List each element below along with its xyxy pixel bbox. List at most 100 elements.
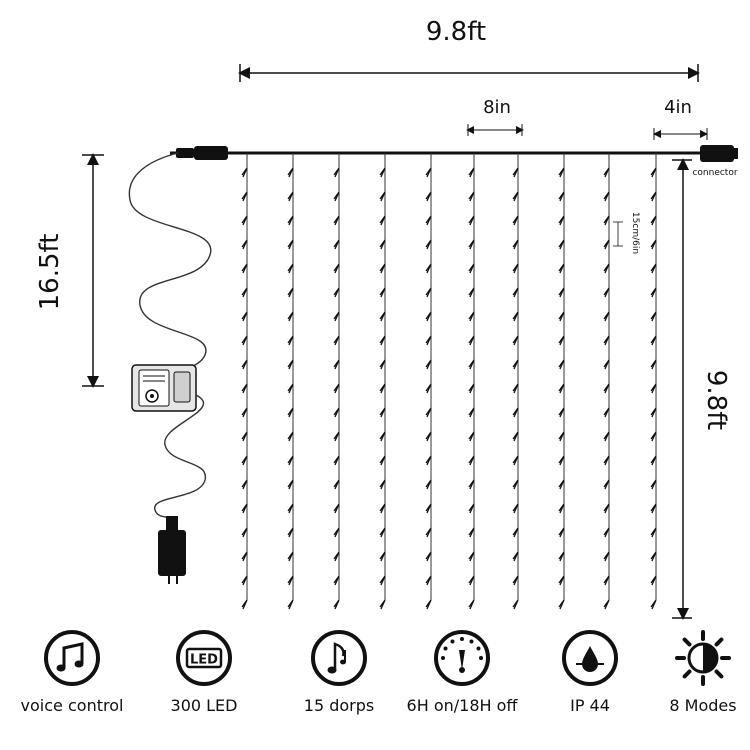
strand-bulb	[241, 239, 248, 250]
strand-bulb	[512, 383, 519, 394]
timer-gauge-icon	[434, 630, 490, 686]
strand-bulb	[650, 311, 657, 322]
strand-bulb	[287, 215, 294, 226]
strand-bulb	[558, 599, 565, 610]
strand-bulb	[425, 359, 432, 370]
strand-bulb	[650, 263, 657, 274]
strand-bulb	[558, 551, 565, 562]
strand-bulb	[603, 359, 610, 370]
strand-bulb	[603, 551, 610, 562]
strand-bulb	[650, 479, 657, 490]
lead-length-label: 16.5ft	[35, 234, 65, 311]
strand-bulb	[287, 575, 294, 586]
strand-bulb	[558, 359, 565, 370]
strand-bulb	[425, 455, 432, 466]
strand-bulb	[603, 263, 610, 274]
feature-label: 8 Modes	[669, 696, 737, 715]
strand-bulb	[468, 551, 475, 562]
strand-bulb	[287, 527, 294, 538]
strand-bulb	[603, 191, 610, 202]
strand-bulb	[379, 455, 386, 466]
strand-bulb	[333, 191, 340, 202]
strand-bulb	[287, 191, 294, 202]
strand-bulb	[468, 479, 475, 490]
strand-bulb	[425, 551, 432, 562]
strand-bulb	[379, 167, 386, 178]
strand-bulb	[241, 479, 248, 490]
left-cable-plug	[176, 146, 228, 160]
strand-bulb	[425, 407, 432, 418]
strand-bulb	[603, 239, 610, 250]
strand-bulb	[241, 455, 248, 466]
strand-bulb	[241, 191, 248, 202]
led-icon: LED	[176, 630, 232, 686]
strand-bulb	[425, 215, 432, 226]
strand-bulb	[468, 335, 475, 346]
strand-bulb	[333, 455, 340, 466]
strand-bulb	[333, 503, 340, 514]
strand-bulb	[287, 503, 294, 514]
strand-bulb	[425, 479, 432, 490]
strand-bulb	[241, 431, 248, 442]
strand-bulb	[603, 599, 610, 610]
strand-bulb	[468, 239, 475, 250]
strand-bulb	[425, 599, 432, 610]
strand-bulb	[512, 239, 519, 250]
strand-bulb	[287, 263, 294, 274]
strand-bulb	[650, 551, 657, 562]
strand-bulb	[603, 335, 610, 346]
strand-bulb	[425, 335, 432, 346]
strand-bulb	[379, 191, 386, 202]
strand-bulb	[603, 215, 610, 226]
strand-bulb	[333, 287, 340, 298]
strand-bulb	[287, 383, 294, 394]
strand-bulb	[241, 335, 248, 346]
strand-bulb	[241, 383, 248, 394]
strand-bulb	[512, 215, 519, 226]
strand-bulb	[558, 527, 565, 538]
strand-bulb	[379, 239, 386, 250]
strand-bulb	[333, 359, 340, 370]
feature-drops: 15 dorps	[279, 628, 399, 715]
strand-bulb	[650, 287, 657, 298]
strand-bulb	[512, 503, 519, 514]
strand-bulb	[650, 335, 657, 346]
strand-bulb	[650, 239, 657, 250]
strand-bulb	[468, 167, 475, 178]
end-spacing-label: 4in	[664, 97, 692, 118]
strand-bulb	[650, 599, 657, 610]
strand-bulb	[512, 527, 519, 538]
strand-bulb	[603, 383, 610, 394]
total-width-label: 9.8ft	[426, 17, 486, 47]
strand-bulb	[558, 575, 565, 586]
strand-bulb	[512, 479, 519, 490]
strand-bulb	[512, 455, 519, 466]
strand-bulb	[468, 359, 475, 370]
strand-bulb	[333, 599, 340, 610]
strand-bulb	[512, 551, 519, 562]
strand-bulb	[468, 215, 475, 226]
strand-bulb	[425, 431, 432, 442]
strand-bulb	[379, 599, 386, 610]
strand-bulb	[333, 383, 340, 394]
feature-label: voice control	[20, 696, 124, 715]
strand-bulb	[379, 407, 386, 418]
strand-bulb	[287, 479, 294, 490]
sun-brightness-icon	[675, 630, 731, 686]
strand-bulb	[425, 167, 432, 178]
strand-bulb	[512, 407, 519, 418]
strand-bulb	[425, 287, 432, 298]
strand-bulb	[650, 431, 657, 442]
strand-bulb	[287, 407, 294, 418]
strand-bulb	[468, 599, 475, 610]
feature-led-count: LED 300 LED	[144, 628, 264, 715]
strand-bulb	[512, 287, 519, 298]
strand-bulb	[425, 575, 432, 586]
music-note-icon	[44, 630, 100, 686]
strand-bulb	[425, 311, 432, 322]
strand-bulb	[468, 527, 475, 538]
strand-bulb	[468, 383, 475, 394]
strand-bulb	[333, 527, 340, 538]
strand-bulb	[379, 503, 386, 514]
strand-bulb	[425, 383, 432, 394]
